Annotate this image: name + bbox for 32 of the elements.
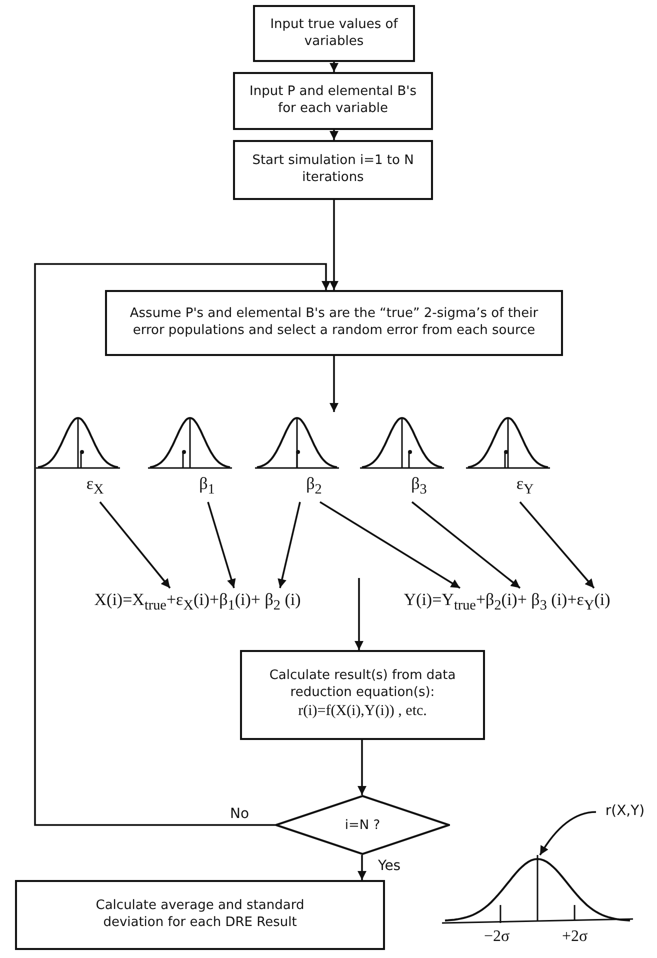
- decision-diamond: i=N ?: [275, 795, 450, 855]
- arrow: [330, 130, 338, 140]
- equation-text: X(i)=X$_{true}$+ε$_{X}$(i)+β$_{1}$(i)+ β$_{2}$ (i): [94, 590, 301, 614]
- process-box: Input true values of variables: [253, 5, 415, 62]
- process-box: Start simulation i=1 to N iterations: [233, 140, 433, 200]
- process-box: Input P and elemental B's for each variable: [233, 72, 433, 130]
- leader-line: [539, 811, 596, 856]
- process-box: Assume P's and elemental B's are the “true” 2-sigma’s of their error populations and select a random error from each source: [105, 290, 563, 356]
- arrow: [330, 62, 338, 72]
- error-source-label: ε$_{X}$: [86, 474, 104, 498]
- arrow: [519, 501, 595, 589]
- error-source-label: β$_{1}$: [199, 474, 215, 498]
- arrow: [330, 200, 338, 290]
- process-box: Calculate average and standard deviation for each DRE Result: [15, 880, 385, 950]
- process-box: Calculate result(s) from data reduction equation(s): r(i)=f(X(i),Y(i)) , etc.: [240, 650, 485, 740]
- axis-tick-label: +2σ: [562, 928, 588, 946]
- equation-text: Y(i)=Y$_{true}$+β$_{2}$(i)+ β$_{3}$ (i)+ε$_{Y}$(i): [404, 590, 610, 614]
- curve-label: r(X,Y): [605, 803, 645, 819]
- arrow: [34, 263, 330, 826]
- error-source-label: β$_{3}$: [411, 474, 427, 498]
- arrow: [358, 740, 366, 795]
- arrow: [330, 356, 338, 412]
- error-source-label: ε$_{Y}$: [516, 474, 534, 498]
- axis-tick-label: −2σ: [484, 928, 510, 946]
- arrow: [411, 501, 521, 589]
- arrow: [354, 578, 364, 650]
- arrow: [278, 502, 301, 588]
- arrow: [99, 501, 171, 589]
- arrow: [320, 501, 460, 589]
- error-source-label: β$_{2}$: [306, 474, 322, 498]
- arrow: [358, 855, 366, 880]
- arrow: [207, 502, 236, 588]
